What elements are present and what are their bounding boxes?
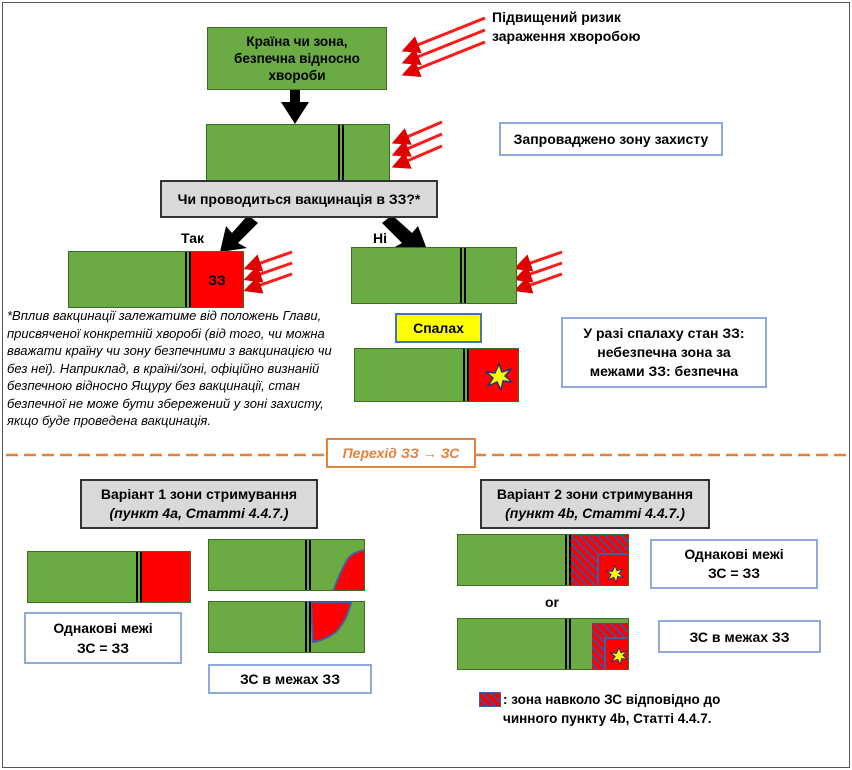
no-branch-box — [351, 247, 517, 304]
increased-risk-label: Підвищений ризик зараження хворобою — [492, 9, 641, 44]
risk-arrows-pz — [391, 120, 443, 169]
outbreak-box — [354, 348, 519, 402]
zone-border-line — [460, 248, 466, 303]
protection-zone-box — [206, 124, 390, 182]
risk-arrows-no — [513, 250, 563, 294]
risk-arrows-yes — [243, 250, 293, 294]
zone-border-line — [136, 552, 142, 602]
or-label: or — [545, 594, 559, 610]
outbreak-label: Спалах — [413, 320, 464, 336]
zone-border-line — [565, 619, 571, 669]
outbreak-status: У разі спалаху стан ЗЗ: небезпечна зона … — [583, 325, 745, 379]
variant2-same-borders-box: Однакові межі ЗС = ЗЗ — [650, 539, 818, 589]
zone-border-line — [305, 540, 311, 590]
no-label: Ні — [373, 230, 387, 246]
vaccination-question-box: Чи проводиться вакцинація в ЗЗ?* — [160, 180, 438, 218]
zone-border-line — [305, 602, 311, 652]
variant1-cz-within-pz-box: ЗС в межах ЗЗ — [208, 664, 372, 694]
outbreak-star-icon — [610, 647, 628, 665]
zone-border-line — [338, 125, 344, 181]
variant1-cz-within-pz: ЗС в межах ЗЗ — [240, 671, 340, 687]
variant2-title: Варіант 2 зони стримування — [496, 486, 694, 502]
vaccination-question: Чи проводиться вакцинація в ЗЗ?* — [177, 191, 421, 207]
variant2-diagram-b — [457, 618, 629, 670]
variant2-cz-within-pz: ЗС в межах ЗЗ — [689, 628, 790, 645]
outbreak-star-icon — [485, 363, 513, 391]
zone-border-line — [185, 252, 191, 307]
variant1-cz-diagram-a — [208, 539, 365, 591]
down-arrow — [281, 90, 309, 124]
risk-arrows-top — [401, 16, 486, 78]
safe-country-label: Країна чи зона, безпечна відносно хвороб… — [234, 34, 360, 83]
containment-shape — [311, 602, 353, 644]
variant1-cz-diagram-b — [208, 601, 365, 653]
zone-border-line — [463, 349, 469, 401]
variant2-same-borders: Однакові межі ЗС = ЗЗ — [684, 546, 784, 581]
yes-branch-box: ЗЗ — [68, 251, 244, 308]
outbreak-star-icon — [606, 565, 624, 583]
safe-country-box: Країна чи зона, безпечна відносно хвороб… — [207, 27, 387, 90]
variant1-title: Варіант 1 зони стримування — [100, 486, 298, 502]
yes-label: Так — [181, 230, 204, 246]
zone-border-line — [565, 535, 571, 585]
variant1-same-borders-box: Однакові межі ЗС = ЗЗ — [24, 612, 182, 664]
zz-label: ЗЗ — [208, 271, 226, 288]
containment-area — [142, 552, 190, 602]
outbreak-label-box: Спалах — [395, 313, 482, 343]
legend-swatch — [479, 692, 501, 707]
variant2-cz-within-pz-box: ЗС в межах ЗЗ — [658, 620, 821, 653]
protection-zone-label-box: Запроваджено зону захисту — [499, 122, 723, 156]
branch-arrows — [220, 215, 428, 252]
outbreak-status-box: У разі спалаху стан ЗЗ: небезпечна зона … — [561, 317, 767, 388]
variant1-subtitle: (пункт 4а, Статті 4.4.7.) — [109, 505, 289, 521]
containment-shape — [332, 549, 364, 590]
transition-label-box: Перехід ЗЗ → ЗС — [326, 438, 476, 468]
transition-label: Перехід ЗЗ → ЗС — [342, 445, 460, 461]
containment-area: ЗЗ — [191, 252, 243, 307]
variant1-same-borders: Однакові межі ЗС = ЗЗ — [53, 620, 153, 656]
variant2-diagram-a — [457, 534, 629, 586]
variant2-title-box: Варіант 2 зони стримування (пункт 4b, Ст… — [480, 479, 710, 529]
legend-text: : зона навколо ЗС відповідно до чинного … — [503, 692, 721, 726]
variant2-subtitle: (пункт 4b, Статті 4.4.7.) — [505, 505, 685, 521]
variant1-same-borders-diagram — [27, 551, 191, 603]
protection-zone-label: Запроваджено зону захисту — [513, 131, 709, 147]
variant1-title-box: Варіант 1 зони стримування (пункт 4а, Ст… — [80, 479, 318, 529]
footnote: *Вплив вакцинації залежатиме від положен… — [7, 308, 332, 428]
